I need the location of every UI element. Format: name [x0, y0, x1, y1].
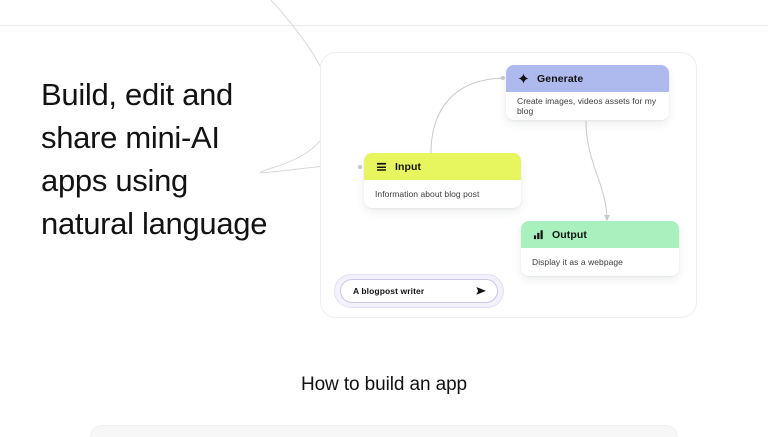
top-divider [0, 25, 768, 26]
bar-chart-icon [532, 229, 544, 241]
send-arrow-icon[interactable] [474, 285, 487, 298]
sparkle-icon [517, 73, 529, 85]
flow-canvas[interactable]: Input Information about blog post Genera… [320, 52, 697, 318]
node-input-description: Information about blog post [364, 180, 521, 208]
prompt-input-halo: A blogpost writer [334, 274, 504, 308]
node-generate[interactable]: Generate Create images, videos assets fo… [506, 65, 669, 120]
prompt-input-value[interactable]: A blogpost writer [353, 286, 425, 296]
node-generate-description: Create images, videos assets for my blog [506, 92, 669, 120]
connector-dot-input [358, 165, 362, 169]
node-input-header: Input [364, 153, 521, 180]
bottom-panel-peek [90, 425, 678, 437]
lines-icon [375, 161, 387, 173]
node-generate-title: Generate [537, 72, 584, 85]
page-title: Build, edit and share mini-AI apps using… [41, 77, 268, 241]
node-generate-header: Generate [506, 65, 669, 92]
node-output[interactable]: Output Display it as a webpage [521, 221, 679, 276]
prompt-input[interactable]: A blogpost writer [340, 279, 498, 303]
section-heading: How to build an app [300, 374, 468, 395]
connector-dot-generate [501, 76, 505, 80]
node-output-header: Output [521, 221, 679, 248]
node-output-description: Display it as a webpage [521, 248, 679, 276]
node-input-title: Input [395, 160, 422, 173]
node-input[interactable]: Input Information about blog post [364, 153, 521, 208]
node-output-title: Output [552, 228, 588, 241]
